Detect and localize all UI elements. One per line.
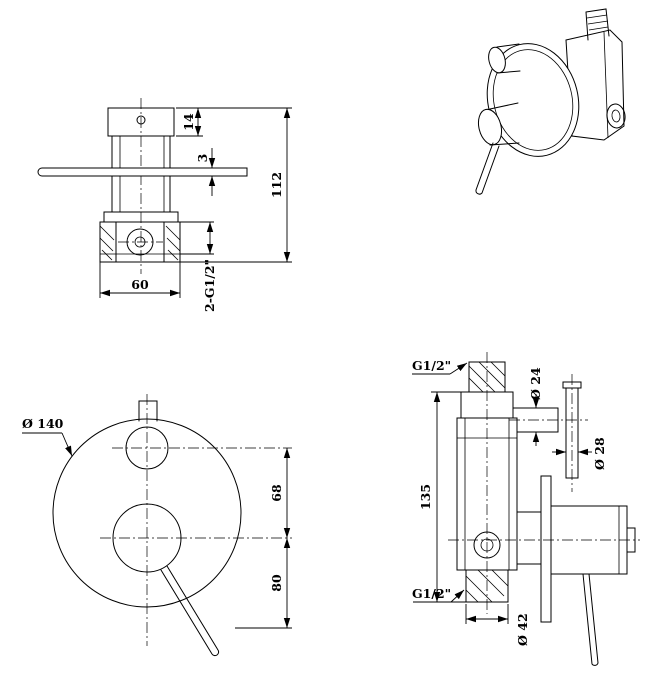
- handle-knob-circle: [112, 503, 182, 573]
- top-stub: [138, 400, 158, 422]
- side-view-riser-rod: [562, 381, 582, 479]
- dim-3-label: 3: [195, 154, 210, 163]
- dim-135-label: 135: [418, 484, 433, 510]
- dim-bottom-port: Ø 42: [465, 604, 530, 646]
- thread-top-label: G1/2": [412, 358, 451, 373]
- dim-lever-thickness: 3: [195, 148, 216, 196]
- diverter-knob-circle: [125, 426, 169, 470]
- dim-top-pipe: Ø 24: [528, 367, 543, 446]
- dim-14-label: 14: [181, 113, 196, 131]
- dim-riser-rod: Ø 28: [552, 437, 607, 470]
- dim-cap-height: 14: [176, 107, 203, 137]
- dim-plate-diameter: Ø 140: [22, 416, 73, 457]
- side-view-body: [456, 361, 518, 603]
- dim-total-height: 112: [176, 107, 292, 263]
- label-thread-bottom: G1/2": [412, 586, 465, 603]
- dim-body-height: 135: [413, 391, 466, 603]
- dim-knob-spacing: 68 80: [235, 448, 292, 629]
- escutcheon-circle: [52, 418, 242, 608]
- cap-hole: [136, 115, 146, 125]
- top-view-lever: [37, 167, 248, 177]
- top-view-group: 14 3 112 60 2-G1/2": [37, 98, 292, 312]
- side-view-group: G1/2" Ø 24 Ø 28 135 G1/2": [412, 352, 640, 666]
- front-view-plate: [52, 400, 242, 657]
- thread-bottom-label: G1/2": [412, 586, 451, 601]
- label-thread-top: G1/2": [412, 358, 468, 375]
- diverter-mechanism-circle: [473, 531, 501, 559]
- front-lever: [160, 565, 220, 657]
- dim-112-label: 112: [269, 172, 284, 198]
- dim-60-label: 60: [131, 277, 149, 292]
- side-lever: [582, 573, 599, 666]
- top-view-thread-hatch: [99, 225, 181, 261]
- thread-2-g12-label: 2-G1/2": [202, 259, 217, 312]
- perspective-diverter-knob: [488, 43, 521, 74]
- front-view-group: Ø 140 68 80: [22, 394, 292, 657]
- dim-body-width: 60: [99, 262, 181, 298]
- dim-28-label: Ø 28: [592, 437, 607, 470]
- dim-side-thread: 2-G1/2": [180, 221, 217, 312]
- dim-80-label: 80: [269, 574, 284, 592]
- perspective-valve-body: [565, 8, 626, 141]
- perspective-lever: [475, 142, 500, 195]
- dim-42-label: Ø 42: [515, 613, 530, 646]
- wall-plate-edge: [540, 475, 552, 623]
- dim-68-label: 68: [269, 484, 284, 502]
- dim-24-label: Ø 24: [528, 367, 543, 400]
- perspective-handle: [475, 102, 520, 195]
- handle-stub: [626, 527, 636, 553]
- side-port: [606, 103, 626, 129]
- side-view-plate-and-handle: [516, 475, 636, 666]
- dim-140-label: Ø 140: [22, 416, 64, 431]
- perspective-view-group: [475, 8, 626, 195]
